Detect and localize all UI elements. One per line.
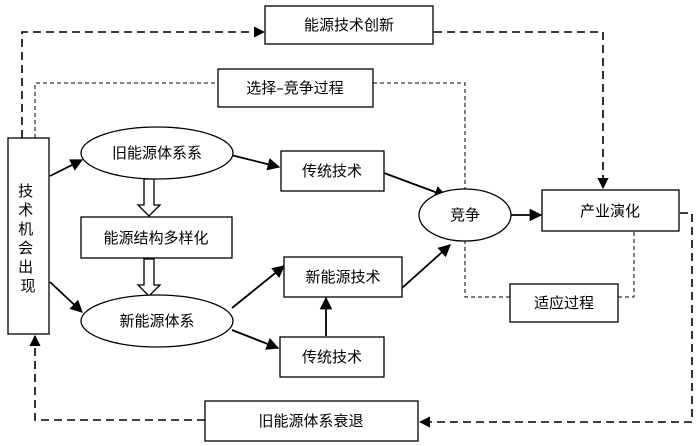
dashed-arrow-to-decline xyxy=(418,212,693,428)
label-energy-structure-diversification: 能源结构多样化 xyxy=(103,229,208,247)
box-traditional-tech-bottom xyxy=(279,336,385,378)
box-industrial-evolution xyxy=(541,189,680,232)
dashed-line-selection-right xyxy=(373,82,466,190)
arrow-old-system-to-tradtech xyxy=(230,154,281,171)
dashed-arrow-to-innovation xyxy=(21,26,266,138)
arrow-new-system-to-tradtech xyxy=(231,329,280,350)
label-new-energy-system: 新能源体系 xyxy=(119,312,194,330)
label-selection-competition: 选择–竞争过程 xyxy=(246,79,344,97)
tech-opportunity-char: 机 xyxy=(18,220,33,238)
label-competition: 竞争 xyxy=(450,206,480,224)
ellipse-old-energy-system xyxy=(80,126,234,180)
box-tech-opportunity xyxy=(7,137,50,335)
arrow-opportunity-to-old-system xyxy=(49,159,84,177)
label-traditional-tech-top: 传统技术 xyxy=(302,162,362,180)
box-energy-structure-diversification xyxy=(80,216,233,259)
box-traditional-tech-top xyxy=(280,150,385,192)
box-energy-tech-innovation xyxy=(264,5,434,45)
arrow-tradtech-to-competition xyxy=(383,172,448,198)
hollow-arrow-old-to-diversification xyxy=(136,178,162,217)
label-old-system-decline: 旧能源体系衰退 xyxy=(258,412,363,430)
label-energy-tech-innovation: 能源技术创新 xyxy=(304,16,394,34)
label-industrial-evolution: 产业演化 xyxy=(580,202,640,220)
arrow-opportunity-to-new-system xyxy=(49,281,83,313)
dashed-arrow-decline-to-opportunity xyxy=(29,334,205,421)
ellipse-new-energy-system xyxy=(80,294,234,348)
arrow-newtech-to-competition xyxy=(401,244,451,289)
arrow-new-system-to-newtech xyxy=(231,265,285,309)
label-new-energy-tech: 新能源技术 xyxy=(305,268,380,286)
dashed-line-selection-left xyxy=(34,82,218,138)
dashed-line-adaptation-left xyxy=(464,240,510,298)
label-traditional-tech-bottom: 传统技术 xyxy=(302,348,362,366)
label-old-energy-system: 旧能源体系系 xyxy=(112,144,202,162)
label-adaptation-process: 适应过程 xyxy=(534,294,594,312)
box-adaptation-process xyxy=(509,283,619,323)
hollow-arrow-diversification-to-new xyxy=(136,258,162,297)
box-old-system-decline xyxy=(204,400,419,442)
label-tech-opportunity: 技 术 机 会 出 现 xyxy=(18,182,38,295)
tech-opportunity-char: 术 xyxy=(18,201,33,219)
dashed-arrow-innovation-to-industry xyxy=(434,31,609,190)
box-new-energy-tech xyxy=(283,256,403,298)
box-selection-competition xyxy=(217,68,374,108)
dashed-line-adaptation-right xyxy=(618,232,635,298)
tech-opportunity-char: 现 xyxy=(20,277,35,295)
tech-opportunity-char: 技 xyxy=(18,182,33,200)
tech-opportunity-char: 出 xyxy=(18,258,33,276)
tech-opportunity-char: 会 xyxy=(18,239,33,257)
ellipse-competition xyxy=(418,188,512,242)
